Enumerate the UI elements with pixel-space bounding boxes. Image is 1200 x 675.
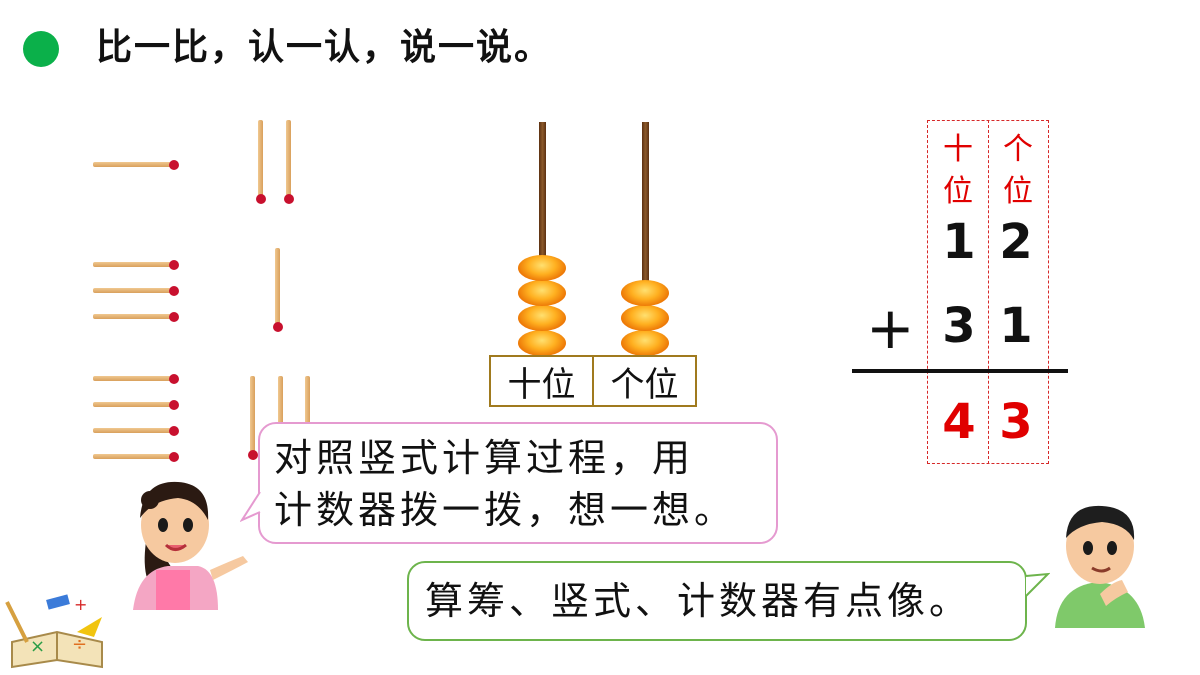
girl-speech-line-2: 计数器拨一拨，想一想。	[274, 488, 737, 532]
rod-horizontal	[93, 311, 179, 322]
tens-header-1: 十	[943, 132, 973, 167]
rod-horizontal	[93, 159, 179, 170]
addend2-tens: 3	[942, 298, 976, 354]
boy-character-icon	[1055, 505, 1145, 628]
plus-sign: +	[866, 294, 915, 362]
tens-header-2: 位	[943, 174, 973, 209]
rod-horizontal	[93, 285, 179, 296]
svg-text:×: ×	[30, 636, 45, 657]
rod-horizontal	[93, 259, 179, 270]
abacus-rod-ones	[642, 122, 649, 356]
svg-text:÷: ÷	[72, 634, 87, 655]
rod-horizontal	[93, 399, 179, 410]
ones-header-1: 个	[1003, 132, 1033, 167]
abacus-label-ones: 个位	[592, 357, 695, 405]
abacus-bead	[518, 330, 566, 356]
abacus-bead	[518, 255, 566, 281]
result-ones: 3	[999, 394, 1033, 450]
boy-bubble-tail	[1025, 572, 1050, 597]
boy-speech-bubble: 算筹、竖式、计数器有点像。	[407, 561, 1027, 641]
sum-line	[852, 369, 1068, 373]
addend2-ones: 1	[999, 298, 1033, 354]
rod-horizontal	[93, 425, 179, 436]
girl-speech-line-1: 对照竖式计算过程，用	[274, 436, 695, 480]
rod-horizontal	[93, 451, 179, 462]
abacus-bead	[621, 330, 669, 356]
abacus-bead	[621, 280, 669, 306]
result-tens: 4	[942, 394, 976, 450]
boy-speech-text: 算筹、竖式、计数器有点像。	[425, 579, 972, 623]
abacus-bead	[518, 305, 566, 331]
svg-text:+: +	[74, 595, 87, 614]
girl-speech-bubble: 对照竖式计算过程，用 计数器拨一拨，想一想。	[258, 422, 778, 544]
column-divider	[988, 120, 989, 464]
abacus-label-tens: 十位	[507, 364, 576, 405]
girl-bubble-tail	[240, 491, 261, 522]
abacus-bead	[621, 305, 669, 331]
ones-header-2: 位	[1003, 174, 1033, 209]
addend1-ones: 2	[999, 214, 1033, 270]
addend1-tens: 1	[942, 214, 976, 270]
rod-vertical	[272, 248, 283, 332]
rod-vertical	[247, 376, 258, 460]
abacus-rod-tens	[539, 122, 546, 356]
abacus-bead	[518, 280, 566, 306]
page-title: 比一比，认一认，说一说。	[96, 27, 553, 68]
rod-vertical	[255, 120, 266, 204]
title-bullet-icon	[23, 31, 59, 67]
math-book-icon: × ÷ +	[5, 594, 103, 669]
rod-horizontal	[93, 373, 179, 384]
abacus-base: 十位 个位	[489, 355, 697, 407]
rod-vertical	[283, 120, 294, 204]
girl-character-icon	[133, 481, 248, 610]
